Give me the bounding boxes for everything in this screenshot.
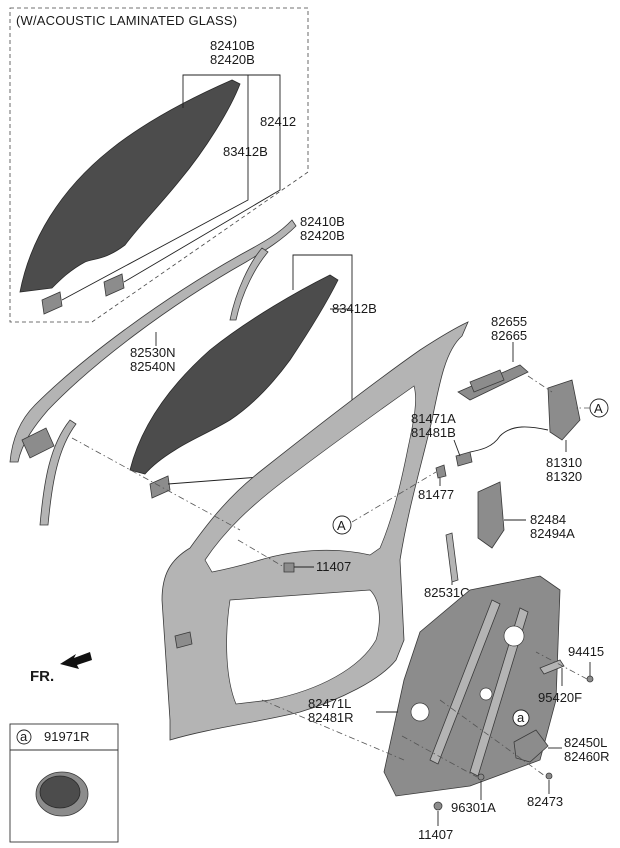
acoustic-glass-header: (W/ACOUSTIC LAMINATED GLASS) xyxy=(16,13,237,28)
dash-module-lower xyxy=(401,735,478,778)
bolt-bottom xyxy=(433,801,443,811)
plug-grommet-face xyxy=(39,775,81,809)
door-frame-inner-window xyxy=(204,385,416,573)
label-module-1: 82471L xyxy=(308,696,351,711)
leader-rod xyxy=(453,439,461,457)
label-latch-2: 81320 xyxy=(546,469,582,484)
fr-direction-label: FR. xyxy=(30,668,54,685)
glass-run-channel xyxy=(445,532,459,583)
label-motor-2: 82460R xyxy=(564,749,610,764)
door-glass xyxy=(129,274,339,475)
door-run-upper xyxy=(229,247,269,321)
label-rod-1: 81471A xyxy=(411,411,456,426)
ref-a-left: A xyxy=(337,518,346,533)
label-acoustic-glass-1: 82410B xyxy=(210,38,255,53)
label-weatherstrip-2: 82540N xyxy=(130,359,176,374)
module-hole-3 xyxy=(479,687,493,701)
label-latch-1: 81310 xyxy=(546,455,582,470)
label-rod-2: 81481B xyxy=(411,425,456,440)
ref-circle-small-a-module xyxy=(512,709,530,727)
ref-circle-a-left xyxy=(332,515,352,535)
outside-handle-bracket xyxy=(469,369,505,393)
label-handle-1: 82655 xyxy=(491,314,527,329)
label-weatherstrip-1: 82530N xyxy=(130,345,176,360)
dash-frame-to-bolt xyxy=(237,539,285,568)
label-bracket-1: 82484 xyxy=(530,512,566,527)
label-bolt-bottom: 11407 xyxy=(418,827,453,842)
label-bolt-lower: 96301A xyxy=(451,800,496,815)
acoustic-glass-group-box xyxy=(9,7,309,323)
label-bracket-2: 82494A xyxy=(530,526,575,541)
door-latch-assembly xyxy=(547,379,581,441)
leader-acoustic-run xyxy=(123,74,281,283)
label-motor-1: 82450L xyxy=(564,735,607,750)
regulator-module-panel xyxy=(383,575,561,797)
acoustic-glass-holder-right xyxy=(103,273,125,297)
glass-holder xyxy=(149,475,171,499)
label-stopper: 95420F xyxy=(538,690,582,705)
ref-small-a-module: a xyxy=(517,710,525,725)
label-glass-1: 82410B xyxy=(300,214,345,229)
label-module-2: 82481R xyxy=(308,710,354,725)
door-frame-inner-lower xyxy=(226,589,380,705)
legend-part-number: 91971R xyxy=(44,729,90,744)
label-channel: 82531C xyxy=(424,585,470,600)
module-rail-1 xyxy=(429,599,501,765)
label-acoustic-run: 82412 xyxy=(260,114,296,129)
legend-marker: a xyxy=(20,729,28,744)
module-hole-2 xyxy=(410,702,430,722)
screw-bottom xyxy=(545,772,553,780)
dash-glass-to-frame xyxy=(71,437,241,531)
dash-module-upper xyxy=(439,699,546,777)
label-handle-2: 82665 xyxy=(491,328,527,343)
door-run-channel xyxy=(39,419,77,526)
dash-screw-right xyxy=(535,651,588,680)
leader-acoustic-sash xyxy=(61,75,249,301)
ref-a-right: A xyxy=(594,401,603,416)
regulator-motor xyxy=(513,729,549,763)
label-clip: 81477 xyxy=(418,487,454,502)
door-hinge-bracket xyxy=(174,631,193,649)
label-screw-right: 94415 xyxy=(568,644,604,659)
acoustic-glass-holder-left xyxy=(41,291,63,315)
dash-frame-to-module xyxy=(261,699,405,761)
ref-a-left-dash xyxy=(351,471,437,523)
module-hole-1 xyxy=(503,625,525,647)
door-clip xyxy=(435,464,447,479)
legend-marker-circle xyxy=(16,729,32,745)
dash-handle-latch xyxy=(527,375,553,393)
label-screw-bottom: 82473 xyxy=(527,794,563,809)
label-bolt-top: 11407 xyxy=(316,559,351,574)
label-acoustic-glass-2: 82420B xyxy=(210,52,255,67)
screw-right xyxy=(586,675,594,683)
label-acoustic-sash: 83412B xyxy=(223,144,268,159)
module-rail-2 xyxy=(469,607,529,777)
door-weatherstrip xyxy=(9,219,297,463)
latch-cable xyxy=(469,426,549,453)
bolt-top xyxy=(283,562,295,573)
fr-arrow-icon xyxy=(60,652,92,669)
latch-bracket xyxy=(477,481,505,549)
acoustic-door-glass xyxy=(19,79,241,293)
label-sash: 83412B xyxy=(332,301,377,316)
bolt-lower xyxy=(477,773,485,781)
label-glass-2: 82420B xyxy=(300,228,345,243)
leader-acoustic-glass xyxy=(182,74,248,108)
weatherstrip-lower xyxy=(21,427,55,459)
rod-connector xyxy=(455,451,473,467)
